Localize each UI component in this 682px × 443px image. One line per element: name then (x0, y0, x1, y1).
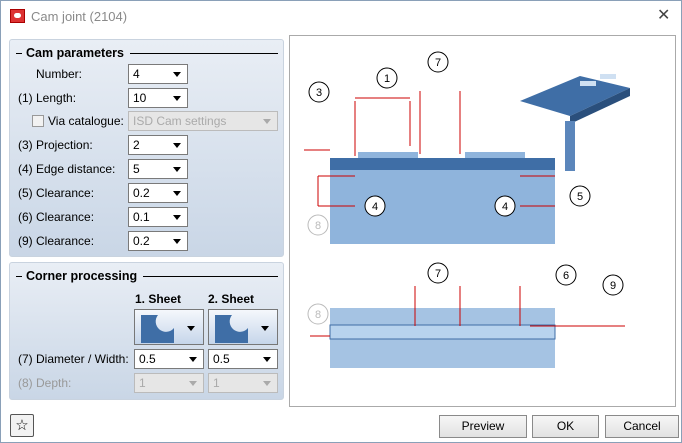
sheet1-header: 1. Sheet (135, 292, 182, 306)
callout-6: 6 (563, 270, 569, 282)
diameter-label: (7) Diameter / Width: (18, 352, 129, 366)
edge-distance-dropdown[interactable]: 5 (128, 159, 188, 179)
edge-distance-label: (4) Edge distance: (18, 162, 116, 176)
clearance9-label: (9) Clearance: (18, 234, 95, 248)
clearance6-label: (6) Clearance: (18, 210, 95, 224)
top-view-plates (304, 91, 625, 368)
callout-5: 5 (577, 191, 583, 203)
clearance6-dropdown[interactable]: 0.1 (128, 207, 188, 227)
window-title: Cam joint (2104) (31, 9, 128, 24)
depth-label: (8) Depth: (18, 376, 72, 390)
catalogue-dropdown[interactable]: ISD Cam settings (128, 111, 278, 131)
projection-label: (3) Projection: (18, 138, 93, 152)
close-icon[interactable]: ✕ (657, 7, 671, 24)
number-dropdown[interactable]: 4 (128, 64, 188, 84)
cam-joint-diagram: 3 1 7 4 4 5 8 7 6 9 8 (289, 35, 676, 407)
length-dropdown[interactable]: 10 (128, 88, 188, 108)
length-label: (1) Length: (18, 91, 77, 105)
callout-7b: 7 (435, 268, 441, 280)
callout-3: 3 (316, 87, 322, 99)
callout-1: 1 (384, 73, 390, 85)
callout-7: 7 (435, 57, 441, 69)
corner-processing-title: Corner processing (16, 269, 278, 283)
via-catalogue-label: Via catalogue: (48, 114, 124, 128)
callout-8b: 8 (315, 309, 321, 321)
cancel-button[interactable]: Cancel (605, 415, 679, 438)
depth2-dropdown[interactable]: 1 (208, 373, 278, 393)
via-catalogue-checkbox[interactable] (32, 115, 44, 127)
sheet2-header: 2. Sheet (208, 292, 255, 306)
cam-parameters-title: Cam parameters (16, 46, 278, 60)
ok-button[interactable]: OK (532, 415, 599, 438)
clearance5-label: (5) Clearance: (18, 186, 95, 200)
diameter1-dropdown[interactable]: 0.5 (134, 349, 204, 369)
favorites-star-button[interactable]: ☆ (10, 414, 34, 437)
diameter2-dropdown[interactable]: 0.5 (208, 349, 278, 369)
callout-4: 4 (372, 201, 378, 213)
number-label: Number: (36, 67, 83, 81)
projection-dropdown[interactable]: 2 (128, 135, 188, 155)
clearance5-dropdown[interactable]: 0.2 (128, 183, 188, 203)
preview-button[interactable]: Preview (439, 415, 527, 438)
sheet2-corner-type-button[interactable] (208, 309, 278, 345)
clearance9-dropdown[interactable]: 0.2 (128, 231, 188, 251)
corner-notch-icon (141, 315, 174, 343)
sheet1-corner-type-button[interactable] (134, 309, 204, 345)
depth1-dropdown[interactable]: 1 (134, 373, 204, 393)
app-icon (10, 9, 25, 23)
callout-8: 8 (315, 220, 321, 232)
3d-preview-icon (520, 74, 630, 171)
callout-labels (307, 51, 624, 325)
callout-4b: 4 (502, 201, 508, 213)
callout-9: 9 (610, 280, 616, 292)
corner-notch-icon (215, 315, 248, 343)
